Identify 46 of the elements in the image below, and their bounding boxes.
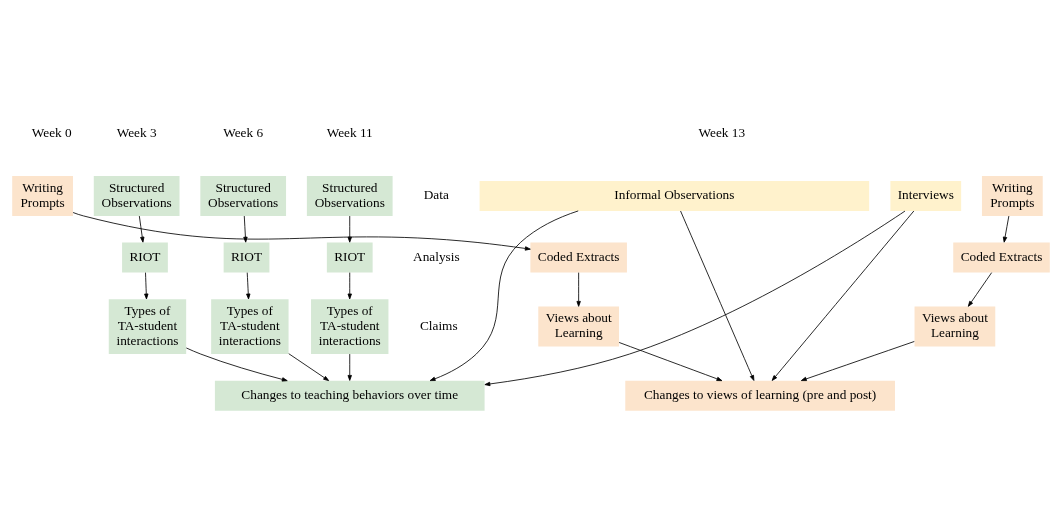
node-box: Writing Prompts <box>12 175 73 216</box>
label: Week 6 <box>223 124 264 140</box>
node-box: Coded Extracts <box>530 242 627 272</box>
arrow <box>1002 215 1010 243</box>
label: Data <box>423 186 449 202</box>
node-box: Interviews <box>890 180 962 211</box>
arrow <box>771 210 915 381</box>
arrow <box>576 271 581 307</box>
node-box: Informal Observations <box>479 180 870 211</box>
arrow <box>288 352 330 381</box>
arrow <box>680 210 755 381</box>
arrow <box>144 271 149 299</box>
arrow <box>429 210 579 381</box>
arrow <box>967 271 993 307</box>
node-box: Writing Prompts <box>981 175 1043 216</box>
node-box: Coded Extracts <box>953 242 1050 272</box>
arrow <box>185 347 288 382</box>
node-box: Types of TA-student interactions <box>211 298 289 354</box>
node-box: Changes to views of learning (pre and post) <box>625 380 895 411</box>
arrow <box>618 341 723 381</box>
node-box: Structured Observations <box>200 175 287 216</box>
node-box: Types of TA-student interactions <box>311 298 389 354</box>
node-box: Views about Learning <box>538 306 620 347</box>
arrow <box>347 215 352 243</box>
label: Claims <box>419 317 458 333</box>
arrow <box>246 271 251 299</box>
label: Week 0 <box>31 124 72 140</box>
label: Week 3 <box>116 124 157 140</box>
label: Analysis <box>413 248 460 264</box>
arrow <box>347 271 352 299</box>
arrow <box>138 215 145 243</box>
arrow <box>347 353 352 381</box>
label: Week 11 <box>326 124 373 140</box>
node-box: Types of TA-student interactions <box>108 298 187 354</box>
arrow <box>243 215 248 243</box>
arrow <box>72 211 531 251</box>
node-box: RIOT <box>326 242 373 272</box>
node-box: Views about Learning <box>914 306 996 347</box>
arrow <box>484 210 906 386</box>
node-box: RIOT <box>223 242 270 272</box>
node-box: Structured Observations <box>93 175 180 216</box>
node-box: RIOT <box>122 242 168 272</box>
node-box: Structured Observations <box>306 175 393 216</box>
node-box: Changes to teaching behaviors over time <box>214 380 485 411</box>
arrow <box>800 340 915 381</box>
label: Week 13 <box>698 124 746 140</box>
